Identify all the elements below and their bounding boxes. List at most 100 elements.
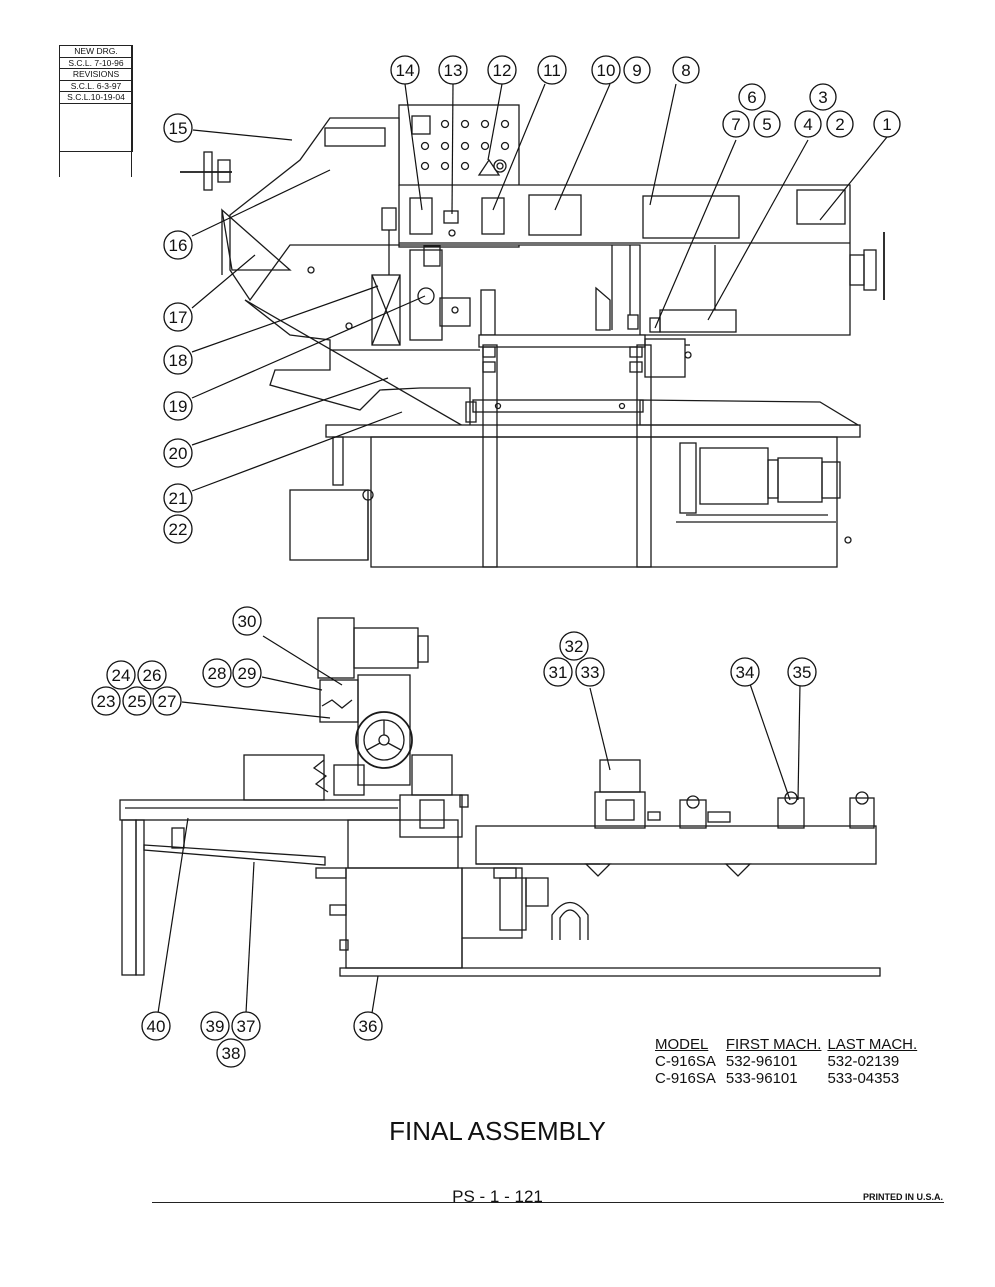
svg-text:2: 2 [835, 115, 844, 134]
balloon-34: 34 [730, 657, 760, 687]
svg-text:32: 32 [565, 637, 584, 656]
balloon-7: 7 [722, 110, 750, 138]
printed-in-usa-note: PRINTED IN U.S.A. [862, 1192, 943, 1202]
first-mach-column-header: FIRST MACH. [725, 1036, 822, 1053]
last-mach-cell: 533-04353 [827, 1070, 900, 1087]
balloon-25: 25 [122, 686, 152, 716]
balloon-30: 30 [232, 606, 262, 636]
balloon-6: 6 [738, 83, 766, 111]
svg-text:19: 19 [169, 397, 188, 416]
svg-text:10: 10 [597, 61, 616, 80]
balloon-23: 23 [91, 686, 121, 716]
svg-text:8: 8 [681, 61, 690, 80]
svg-text:16: 16 [169, 236, 188, 255]
svg-text:5: 5 [762, 115, 771, 134]
balloon-27: 27 [152, 686, 182, 716]
svg-text:25: 25 [128, 692, 147, 711]
svg-text:13: 13 [444, 61, 463, 80]
balloon-12: 12 [487, 55, 517, 85]
svg-text:3: 3 [818, 88, 827, 107]
model-cell: C-916SA [655, 1070, 716, 1087]
svg-text:23: 23 [97, 692, 116, 711]
balloon-37: 37 [231, 1011, 261, 1041]
revision-block: NEW DRG. S.C.L. 7-10-96 REVISIONS S.C.L.… [59, 45, 133, 152]
svg-text:20: 20 [169, 444, 188, 463]
drawing-title: FINAL ASSEMBLY [389, 1116, 606, 1146]
svg-text:11: 11 [543, 61, 561, 80]
svg-text:34: 34 [736, 663, 755, 682]
balloon-16: 16 [163, 230, 193, 260]
balloon-39: 39 [200, 1011, 230, 1041]
balloon-28: 28 [202, 658, 232, 688]
page-number: PS - 1 - 121 [452, 1187, 543, 1206]
balloon-19: 19 [163, 391, 193, 421]
svg-text:39: 39 [206, 1017, 225, 1036]
svg-text:12: 12 [493, 61, 512, 80]
svg-text:35: 35 [793, 663, 812, 682]
balloon-15: 15 [163, 113, 193, 143]
balloon-4: 4 [794, 110, 822, 138]
model-column-header: MODEL [655, 1036, 709, 1053]
balloon-21: 21 [163, 483, 193, 513]
svg-text:36: 36 [359, 1017, 378, 1036]
balloon-17: 17 [163, 302, 193, 332]
svg-text:38: 38 [222, 1044, 241, 1063]
svg-text:26: 26 [143, 666, 162, 685]
svg-text:18: 18 [169, 351, 188, 370]
saw-head-side-elevation [180, 104, 885, 568]
model-table-header-row: MODEL FIRST MACH. LAST MACH. [655, 1036, 923, 1053]
conveyor-handwheel [355, 711, 413, 769]
svg-text:30: 30 [238, 612, 257, 631]
revision-row: S.C.L. 7-10-96 [60, 58, 132, 69]
balloon-14: 14 [390, 55, 420, 85]
balloon-22: 22 [163, 514, 193, 544]
balloon-33: 33 [575, 657, 605, 687]
svg-text:1: 1 [882, 115, 891, 134]
balloon-29: 29 [232, 658, 262, 688]
balloon-9: 9 [623, 56, 651, 84]
display-window [409, 197, 433, 235]
first-mach-cell: 532-96101 [725, 1053, 798, 1070]
first-mach-cell: 533-96101 [725, 1070, 798, 1087]
balloon-13: 13 [438, 55, 468, 85]
balloon-11: 11 [537, 55, 567, 85]
revision-row: S.C.L.10-19-04 [60, 92, 132, 104]
model-cell: C-916SA [655, 1053, 716, 1070]
svg-text:33: 33 [581, 663, 600, 682]
right-handwheel [849, 232, 885, 300]
revision-row: REVISIONS [60, 69, 132, 81]
balloon-26: 26 [137, 660, 167, 690]
base-table-top [325, 424, 861, 438]
balloon-1: 1 [873, 110, 901, 138]
drive-motor [676, 442, 841, 523]
last-mach-cell: 532-02139 [827, 1053, 900, 1070]
svg-text:27: 27 [158, 692, 177, 711]
balloon-35: 35 [787, 657, 817, 687]
svg-text:6: 6 [747, 88, 756, 107]
revision-row: NEW DRG. [60, 46, 132, 58]
revision-block-right-rule [131, 45, 132, 177]
conveyor-assembly-front-elevation [119, 617, 881, 977]
svg-text:4: 4 [803, 115, 812, 134]
balloon-8: 8 [672, 56, 700, 84]
model-table-row: C-916SA 533-96101 533-04353 [655, 1070, 923, 1087]
leader-lines [157, 83, 888, 1014]
footer-rule [152, 1202, 944, 1203]
svg-text:15: 15 [169, 119, 188, 138]
svg-text:14: 14 [396, 61, 415, 80]
model-table-row: C-916SA 532-96101 532-02139 [655, 1053, 923, 1070]
svg-text:40: 40 [147, 1017, 166, 1036]
left-handwheel [180, 151, 232, 191]
balloon-32: 32 [559, 631, 589, 661]
svg-text:37: 37 [237, 1017, 256, 1036]
balloon-5: 5 [753, 110, 781, 138]
svg-text:31: 31 [549, 663, 568, 682]
machine-base [370, 436, 838, 568]
svg-text:7: 7 [731, 115, 740, 134]
model-serial-table: MODEL FIRST MACH. LAST MACH. C-916SA 532… [655, 1036, 923, 1087]
balloon-2: 2 [826, 110, 854, 138]
balloon-40: 40 [141, 1011, 171, 1041]
svg-text:21: 21 [169, 489, 188, 508]
svg-text:17: 17 [169, 308, 188, 327]
